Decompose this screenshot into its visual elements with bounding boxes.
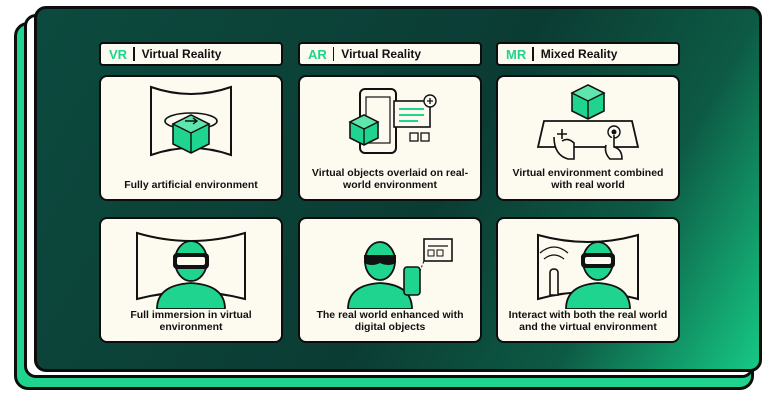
header-mr-abbr: MR (506, 46, 527, 62)
header-vr-abbr: VR (109, 46, 128, 62)
header-mr-title: Mixed Reality (540, 47, 618, 61)
ar-glasses-person-icon (347, 238, 453, 309)
vr-headset-person-icon (136, 231, 246, 309)
panel-caption: Fully artificial environment (124, 179, 258, 191)
panel-caption: Full immersion in virtual environment (130, 309, 252, 333)
header-ar-title: Virtual Reality (341, 47, 422, 61)
ar-phone-cube-icon (348, 88, 437, 154)
header-ar-abbr: AR (308, 46, 327, 62)
header-separator (532, 47, 534, 61)
header-mr: MR Mixed Reality (496, 42, 680, 66)
header-ar: AR Virtual Reality (298, 42, 482, 66)
header-vr: VR Virtual Reality (99, 42, 283, 66)
panel-ar-1: Virtual objects overlaid on real-world e… (298, 75, 482, 201)
panel-caption: Virtual environment combined with real w… (512, 167, 664, 191)
header-vr-title: Virtual Reality (141, 47, 222, 61)
panel-vr-2: Full immersion in virtual environment (99, 217, 283, 343)
panel-vr-1: Fully artificial environment (99, 75, 283, 201)
panel-mr-2: Interact with both the real world and th… (496, 217, 680, 343)
panel-caption: Interact with both the real world and th… (508, 309, 668, 333)
header-separator (332, 47, 335, 61)
panel-caption: The real world enhanced with digital obj… (316, 309, 464, 333)
header-separator (133, 47, 135, 61)
mr-headset-gesture-icon (537, 233, 639, 309)
vr-cube-icon (150, 85, 232, 157)
panel-caption: Virtual objects overlaid on real-world e… (311, 167, 469, 191)
panel-ar-2: The real world enhanced with digital obj… (298, 217, 482, 343)
main-card: VR Virtual Reality AR Virtual Reality MR… (34, 6, 762, 372)
mr-hands-cube-icon (536, 84, 640, 160)
panel-mr-1: Virtual environment combined with real w… (496, 75, 680, 201)
